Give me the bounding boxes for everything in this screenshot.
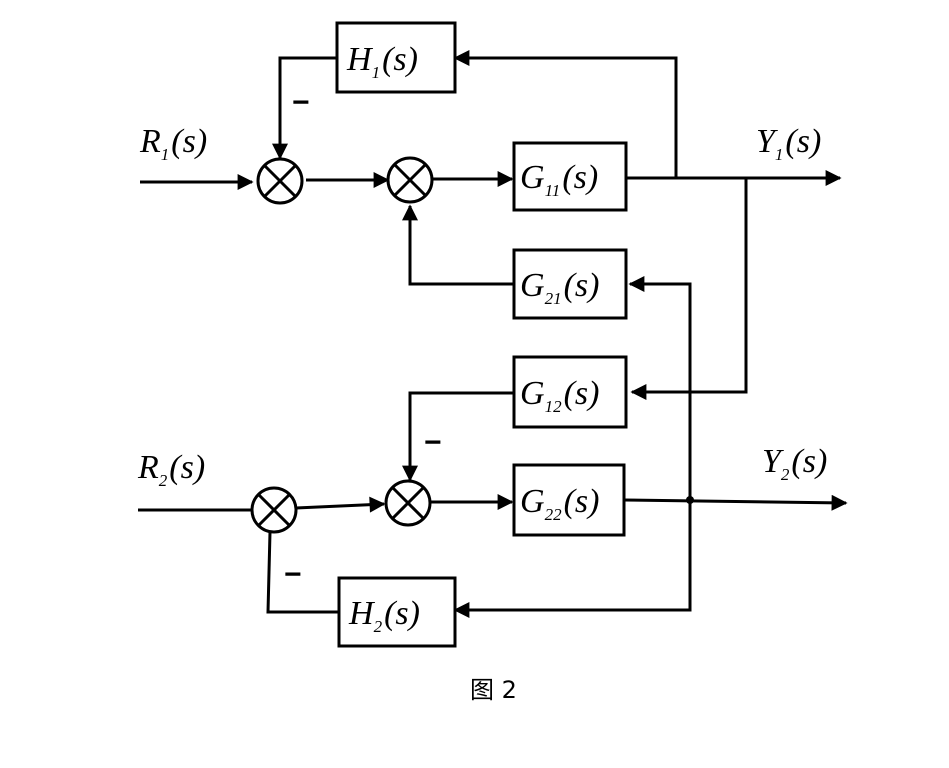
svg-text:H2(s): H2(s) <box>348 595 420 636</box>
junction-dot <box>686 496 694 504</box>
figure-caption: 图 2 <box>470 676 517 704</box>
block-g12: G12(s) <box>512 355 628 429</box>
wire-g12-to-sum4 <box>402 391 514 482</box>
signal-y1-label: Y1(s) <box>756 123 821 164</box>
wire-y2-to-g21 <box>628 276 692 500</box>
svg-text:G22(s): G22(s) <box>520 483 599 524</box>
wire-y1-to-g12 <box>630 178 748 400</box>
svg-text:H1(s): H1(s) <box>346 41 418 82</box>
wire-h2-to-sum3 <box>266 531 339 614</box>
minus-sign-g12: − <box>424 426 442 459</box>
signal-r1-label: R1(s) <box>139 123 207 164</box>
svg-text:G12(s): G12(s) <box>520 375 599 416</box>
sum-junction-3 <box>250 486 298 534</box>
wire-sum3-to-sum4 <box>295 496 386 513</box>
signal-r2-label: R2(s) <box>137 449 205 490</box>
sum-junction-1 <box>256 157 304 205</box>
minus-sign-h1: − <box>292 86 310 119</box>
svg-text:G21(s): G21(s) <box>520 267 599 308</box>
block-g21: G21(s) <box>512 248 628 320</box>
wire-g22-to-y2 <box>623 494 848 511</box>
wires <box>138 50 848 618</box>
signal-y2-label: Y2(s) <box>762 443 827 484</box>
svg-text:G11(s): G11(s) <box>520 159 598 200</box>
wire-y2-to-h2 <box>453 500 692 618</box>
wire-g21-to-sum2 <box>402 204 514 286</box>
block-g11: G11(s) <box>512 141 628 212</box>
block-g22: G22(s) <box>512 463 626 537</box>
block-h1: H1(s) <box>335 21 457 94</box>
sum-junction-2 <box>386 156 434 204</box>
block-h2: H2(s) <box>337 576 457 648</box>
wire-h1-to-sum1 <box>272 56 337 160</box>
wire-y1-to-h1 <box>453 50 678 178</box>
sum-junction-4 <box>384 479 432 527</box>
minus-sign-h2: − <box>284 558 302 591</box>
